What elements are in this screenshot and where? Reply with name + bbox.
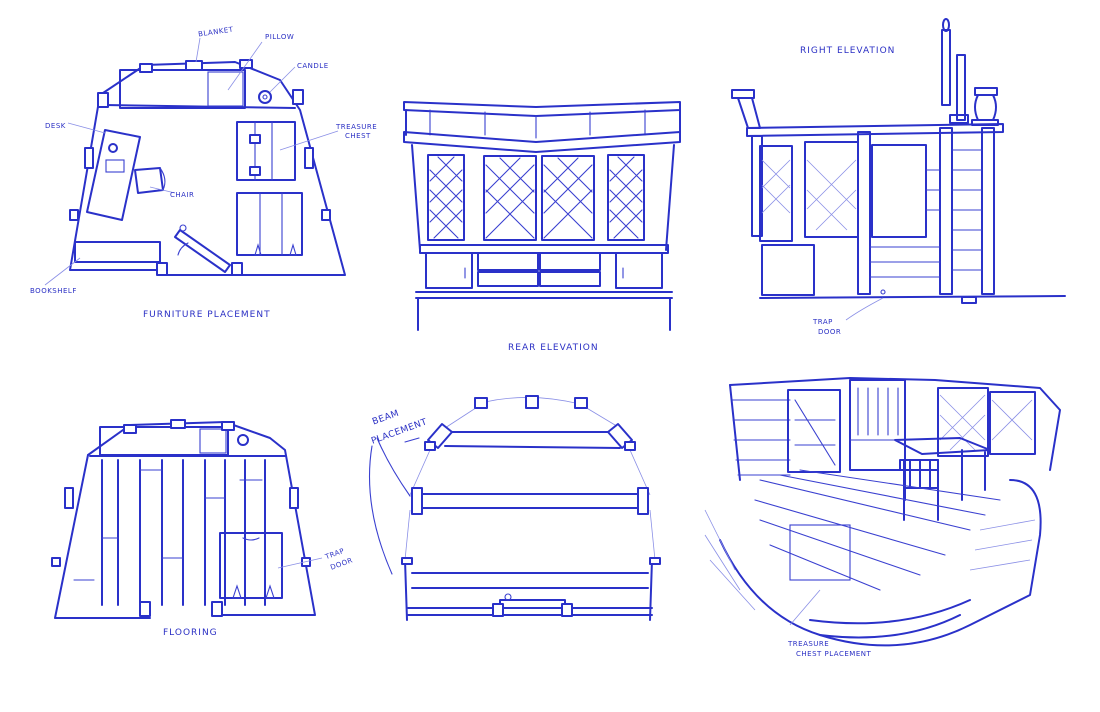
perspective-panel: Treasure Chest Placement [700, 370, 1090, 690]
label-chest: Chest [345, 132, 371, 140]
rear-elevation-drawing [403, 101, 681, 331]
right-elevation-panel: Right Elevation Trap Door [720, 10, 1090, 350]
caption-furniture-placement: Furniture Placement [143, 310, 271, 320]
pillow [207, 71, 244, 107]
label-treasure: Treasure [788, 640, 830, 648]
label-desk: Desk [45, 122, 66, 130]
label-trap: Trap [813, 318, 833, 326]
furniture-placement-panel: Blanket Pillow Candle Desk Treasure Ches… [0, 0, 380, 340]
caption-rear-elevation: Rear Elevation [508, 343, 599, 353]
flooring-panel: Trap Door Flooring [40, 380, 360, 650]
label-pillow: Pillow [265, 33, 295, 41]
label-chest-placement: Chest Placement [796, 650, 872, 658]
perspective-drawing [704, 377, 1061, 647]
furniture-plan-drawing [44, 37, 346, 286]
label-bookshelf: Bookshelf [30, 287, 77, 295]
rear-elevation-panel: Rear Elevation [390, 90, 700, 360]
beam-placement-panel: Beam Placement [350, 380, 680, 640]
label-candle: Candle [297, 62, 329, 70]
candle [258, 90, 272, 104]
beam-placement-drawing [368, 395, 661, 621]
desk [86, 129, 141, 221]
right-elevation-drawing [731, 18, 1066, 321]
caption-flooring: Flooring [163, 628, 218, 638]
treasure-chest [236, 121, 296, 181]
label-door: Door [818, 328, 842, 336]
bookshelf [74, 241, 161, 263]
label-treasure: Treasure [336, 123, 378, 131]
flooring-drawing [51, 419, 323, 619]
label-chair: Chair [170, 191, 195, 199]
caption-right-elevation: Right Elevation [800, 46, 896, 56]
